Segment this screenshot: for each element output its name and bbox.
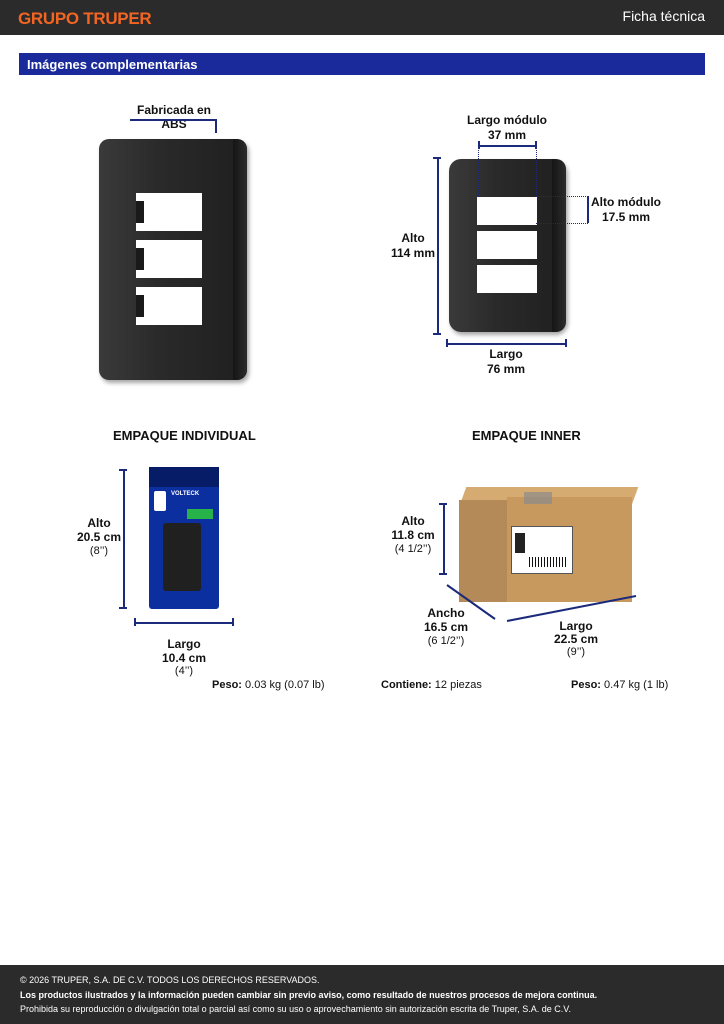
- inner-height-label: Alto: [401, 514, 425, 528]
- footer: © 2026 TRUPER, S.A. DE C.V. TODOS LOS DE…: [0, 965, 724, 1024]
- module-height-line: [587, 196, 589, 223]
- individual-height-line: [123, 469, 125, 609]
- inner-contents-label: Contiene:: [381, 679, 432, 691]
- length-line: [446, 343, 567, 345]
- package-brand: VOLTECK: [171, 491, 200, 497]
- section-title: Imágenes complementarias: [27, 57, 198, 72]
- inner-weight-value: 0.47 kg (1 lb): [604, 679, 669, 691]
- length-label: Largo: [489, 347, 523, 361]
- individual-weight-value: 0.03 kg (0.07 lb): [245, 679, 325, 691]
- plate-slot-3: [136, 287, 202, 325]
- module-guide-left: [478, 147, 479, 197]
- box-label-product-icon: [515, 533, 525, 553]
- dimension-plate: [449, 159, 566, 332]
- package-product-icon: [154, 491, 166, 511]
- box-label: [511, 526, 573, 574]
- module-height-value: 17.5 mm: [601, 210, 651, 224]
- inner-width-cm: 16.5 cm: [423, 620, 469, 634]
- plate-slot-1: [136, 193, 202, 231]
- individual-height-in: (8’’): [89, 545, 109, 557]
- inner-width-in: (6 1/2’’): [427, 635, 465, 647]
- inner-height-cm: 11.8 cm: [391, 528, 435, 542]
- plate-slot-notch-1: [136, 201, 144, 223]
- individual-height-label: Alto: [87, 516, 111, 530]
- module-length-tick-right: [535, 141, 537, 149]
- individual-length-cm: 10.4 cm: [161, 651, 207, 665]
- individual-height-tick-top: [119, 469, 127, 471]
- plate-slot-notch-3: [136, 295, 144, 317]
- inner-width-label: Ancho: [427, 606, 465, 620]
- document-type: Ficha técnica: [622, 8, 705, 24]
- length-tick-left: [446, 339, 448, 347]
- length-tick-right: [565, 339, 567, 347]
- inner-width-line: [446, 584, 496, 620]
- footer-copyright: © 2026 TRUPER, S.A. DE C.V. TODOS LOS DE…: [20, 975, 320, 985]
- plate-slot-notch-2: [136, 248, 144, 270]
- dim-plate-slot-2: [477, 231, 537, 259]
- height-tick-bottom: [433, 333, 441, 335]
- individual-length-tick-right: [232, 618, 234, 626]
- section-bar: Imágenes complementarias: [19, 53, 705, 75]
- package-hanger: [149, 467, 219, 487]
- header-bar: GRUPO TRUPER Ficha técnica: [0, 0, 724, 35]
- footer-notice: Los productos ilustrados y la informació…: [20, 990, 598, 1000]
- individual-height-cm: 20.5 cm: [76, 530, 122, 544]
- module-height-label: Alto módulo: [591, 195, 661, 209]
- brand-logo: GRUPO TRUPER: [18, 9, 152, 28]
- module-guide-bottom: [536, 223, 588, 224]
- inner-length-line: [506, 595, 637, 622]
- inner-height-tick-bottom: [439, 573, 447, 575]
- inner-contents: Contiene: 12 piezas: [381, 679, 482, 691]
- inner-length-cm: 22.5 cm: [553, 632, 599, 646]
- package-green-tag: [187, 509, 213, 519]
- length-value: 76 mm: [486, 362, 526, 376]
- barcode-icon: [529, 557, 567, 567]
- module-length-tick-left: [478, 141, 480, 149]
- material-label: Fabricada en ABS: [136, 103, 212, 131]
- inner-height-in: (4 1/2’’): [394, 543, 432, 555]
- inner-height-tick-top: [439, 503, 447, 505]
- inner-length-in: (9’’): [566, 646, 586, 658]
- inner-base-dimension-lines: [446, 584, 637, 622]
- module-length-label: Largo módulo: [467, 113, 547, 127]
- module-guide-top: [536, 196, 588, 197]
- individual-pack-heading: EMPAQUE INDIVIDUAL: [113, 428, 256, 443]
- inner-length-label: Largo: [559, 619, 593, 633]
- material-underline: [130, 119, 216, 121]
- individual-length-in: (4’’): [174, 665, 194, 677]
- individual-height-tick-bottom: [119, 607, 127, 609]
- package-plate: [163, 523, 201, 591]
- module-length-line: [478, 145, 536, 147]
- plate-slot-2: [136, 240, 202, 278]
- individual-weight: Peso: 0.03 kg (0.07 lb): [212, 679, 325, 691]
- module-guide-right: [536, 147, 537, 197]
- dim-plate-slot-3: [477, 265, 537, 293]
- individual-length-label: Largo: [167, 637, 201, 651]
- inner-pack-heading: EMPAQUE INNER: [472, 428, 581, 443]
- individual-package-image: VOLTECK: [149, 467, 219, 609]
- module-length-value: 37 mm: [487, 128, 527, 142]
- footer-prohibition: Prohibida su reproducción o divulgación …: [20, 1004, 571, 1014]
- height-value: 114 mm: [390, 246, 436, 260]
- material-pointer: [215, 119, 217, 133]
- inner-weight: Peso: 0.47 kg (1 lb): [571, 679, 668, 691]
- product-photo-plate: [99, 139, 247, 380]
- box-tape: [524, 492, 552, 504]
- individual-length-tick-left: [134, 618, 136, 626]
- height-label: Alto: [401, 231, 425, 245]
- individual-length-line: [134, 622, 234, 624]
- individual-weight-label: Peso:: [212, 679, 242, 691]
- dim-plate-slot-1: [477, 197, 537, 225]
- height-tick-top: [433, 157, 441, 159]
- height-line: [437, 157, 439, 335]
- inner-height-line: [443, 503, 445, 575]
- inner-contents-value: 12 piezas: [434, 679, 482, 691]
- inner-weight-label: Peso:: [571, 679, 601, 691]
